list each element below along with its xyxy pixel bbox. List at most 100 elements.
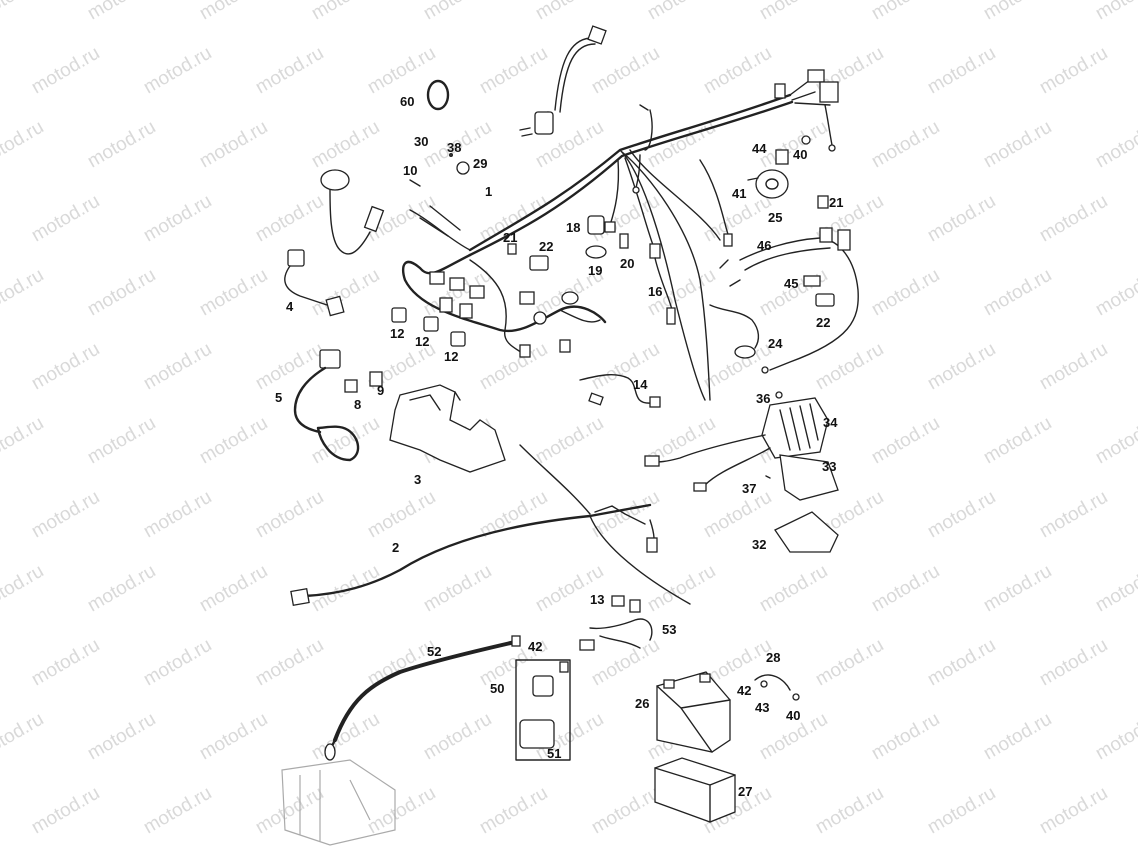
watermark-text: motod.ru [1092,561,1138,617]
watermark-text: motod.ru [308,561,383,617]
part-52-starter-cable [324,635,521,761]
callout-45: 45 [784,276,798,291]
callout-53: 53 [662,622,676,637]
watermark-text: motod.ru [1036,43,1111,99]
part-18-22-small-parts [507,215,629,271]
watermark-text: motod.ru [980,265,1055,321]
watermark-text: motod.ru [924,783,999,839]
watermark-text: motod.ru [1036,487,1111,543]
watermark-text: motod.ru [84,709,159,765]
watermark-text: motod.ru [1092,413,1138,469]
watermark-text: motod.ru [308,0,383,24]
callout-28: 28 [766,650,780,665]
part-12-relays [391,307,466,347]
callout-20: 20 [620,256,634,271]
watermark-text: motod.ru [28,783,103,839]
watermark-text: motod.ru [812,635,887,691]
watermark-text: motod.ru [252,635,327,691]
callout-22-left: 22 [539,239,553,254]
watermark-text: motod.ru [420,0,495,24]
callout-46: 46 [757,238,771,253]
callout-50: 50 [490,681,504,696]
watermark-text: motod.ru [1036,783,1111,839]
watermark-text: motod.ru [1036,635,1111,691]
watermark-text: motod.ru [924,339,999,395]
part-24-sensor [709,304,769,374]
watermark-text: motod.ru [924,191,999,247]
watermark-text: motod.ru [308,265,383,321]
callout-18: 18 [566,220,580,235]
watermark-text: motod.ru [0,117,47,173]
watermark-text: motod.ru [868,561,943,617]
watermark-text: motod.ru [420,561,495,617]
watermark-text: motod.ru [644,0,719,24]
part-46-harness [719,227,859,371]
part-4-switch [284,249,345,317]
callout-8: 8 [354,397,361,412]
callout-22-right: 22 [816,315,830,330]
callout-21-right: 21 [829,195,843,210]
watermark-text: motod.ru [28,487,103,543]
watermark-text: motod.ru [196,117,271,173]
watermark-text: motod.ru [700,43,775,99]
watermark-text: motod.ru [812,783,887,839]
watermark-text: motod.ru [0,709,47,765]
callout-40-bottom: 40 [786,708,800,723]
watermark-text: motod.ru [476,43,551,99]
watermark-text: motod.ru [868,117,943,173]
watermark-text: motod.ru [868,265,943,321]
callout-32: 32 [752,537,766,552]
callout-4: 4 [286,299,294,314]
callout-2: 2 [392,540,399,555]
callout-16: 16 [648,284,662,299]
watermark-text: motod.ru [196,413,271,469]
callout-27: 27 [738,784,752,799]
watermark-text: motod.ru [84,117,159,173]
watermark-text: motod.ru [588,43,663,99]
watermark-text: motod.ru [980,561,1055,617]
left-harness-bundle [401,205,607,358]
part-27-battery-box [654,757,736,823]
watermark-text: motod.ru [28,339,103,395]
watermark-text: motod.ru [196,709,271,765]
callout-60: 60 [400,94,414,109]
watermark-text: motod.ru [532,0,607,24]
part-5-handlebar-switch [293,349,383,462]
callout-26: 26 [635,696,649,711]
callout-12-b: 12 [415,334,429,349]
watermark-text: motod.ru [0,413,47,469]
watermark-text: motod.ru [756,265,831,321]
watermark-text: motod.ru [588,339,663,395]
watermark-text: motod.ru [756,117,831,173]
part-sensor-cable [320,153,470,255]
watermark-text: motod.ru [868,413,943,469]
watermark-text: motod.ru [364,783,439,839]
watermark-text: motod.ru [1092,117,1138,173]
callout-12-a: 12 [390,326,404,341]
watermark-text: motod.ru [252,43,327,99]
watermark-text: motod.ru [140,339,215,395]
watermark-text: motod.ru [756,0,831,24]
watermark-text: motod.ru [252,487,327,543]
main-wiring-harness [426,25,839,401]
callout-19: 19 [588,263,602,278]
callout-1: 1 [485,184,492,199]
watermark-text: motod.ru [196,265,271,321]
watermark-text: motod.ru [756,561,831,617]
callout-41: 41 [732,186,746,201]
part-2-rear-harness [290,444,691,607]
callout-36: 36 [756,391,770,406]
watermark-text: motod.ru [308,117,383,173]
part-34-regulator [644,391,839,553]
callout-51: 51 [547,746,561,761]
watermark-text: motod.ru [644,561,719,617]
watermark-text: motod.ru [1092,0,1138,24]
watermark-text: motod.ru [476,783,551,839]
watermark-text: motod.ru [140,43,215,99]
part-26-battery [656,671,731,753]
callout-30: 30 [414,134,428,149]
watermark-text: motod.ru [0,0,47,24]
watermark-text: motod.ru [1092,709,1138,765]
